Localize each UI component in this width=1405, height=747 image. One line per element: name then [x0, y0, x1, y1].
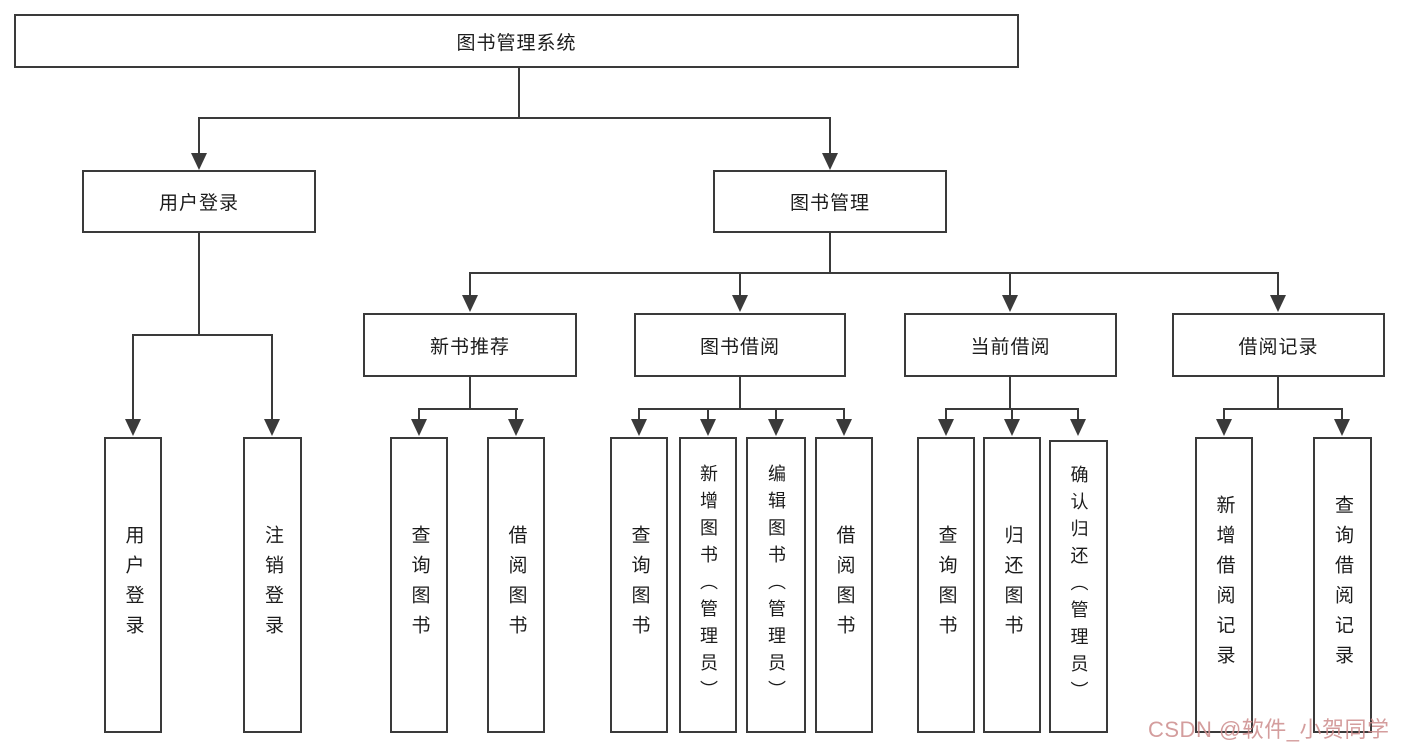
connector-line	[739, 377, 741, 410]
connector-line	[945, 408, 947, 421]
node-borrow-records-label: 借阅记录	[1238, 336, 1319, 358]
arrow-down-icon	[1004, 419, 1020, 436]
arrow-down-icon	[1270, 295, 1286, 312]
leaf-borrow-query-books: 查询图书	[610, 437, 668, 733]
connector-line	[198, 233, 200, 336]
leaf-confirm-return-admin-label: 确认归还（管理员）	[1068, 465, 1089, 708]
connector-line	[829, 233, 831, 274]
leaf-query-borrow-record: 查询借阅记录	[1313, 437, 1372, 733]
arrow-down-icon	[1070, 419, 1086, 436]
leaf-borrow-query-books-label: 查询图书	[628, 525, 650, 645]
leaf-current-query-books-label: 查询图书	[935, 525, 957, 645]
connector-line	[638, 408, 640, 421]
node-book-management-label: 图书管理	[789, 193, 870, 214]
connector-line	[843, 408, 845, 421]
connector-line	[271, 334, 273, 420]
connector-line	[775, 408, 777, 421]
connector-line	[469, 272, 471, 298]
leaf-recommend-query-books: 查询图书	[390, 437, 448, 733]
connector-line	[1223, 408, 1225, 421]
node-user-login: 用户登录	[82, 170, 316, 233]
node-borrow-records: 借阅记录	[1172, 313, 1385, 377]
csdn-watermark: CSDN @软件_小贺同学	[1148, 717, 1390, 742]
node-root: 图书管理系统	[14, 14, 1019, 68]
leaf-add-borrow-record-label: 新增借阅记录	[1213, 495, 1235, 675]
node-book-management: 图书管理	[713, 170, 947, 233]
connector-line	[739, 272, 741, 298]
arrow-down-icon	[411, 419, 427, 436]
connector-line	[418, 408, 518, 410]
leaf-borrow-books-label: 借阅图书	[833, 525, 855, 645]
leaf-recommend-query-books-label: 查询图书	[408, 525, 430, 645]
leaf-recommend-borrow-books: 借阅图书	[487, 437, 545, 733]
arrow-down-icon	[822, 153, 838, 170]
connector-line	[132, 334, 134, 420]
arrow-down-icon	[508, 419, 524, 436]
connector-line	[1077, 408, 1079, 421]
arrow-down-icon	[700, 419, 716, 436]
leaf-edit-book-admin-label: 编辑图书（管理员）	[766, 463, 786, 707]
leaf-logout-label: 注销登录	[262, 525, 283, 645]
connector-line	[198, 117, 831, 119]
connector-line	[829, 117, 831, 155]
leaf-query-borrow-record-label: 查询借阅记录	[1332, 495, 1353, 675]
node-new-book-recommend-label: 新书推荐	[429, 336, 510, 358]
connector-line	[638, 408, 845, 410]
leaf-user-login: 用户登录	[104, 437, 162, 733]
connector-line	[515, 408, 517, 421]
arrow-down-icon	[264, 419, 280, 436]
leaf-user-login-label: 用户登录	[122, 525, 144, 645]
node-new-book-recommend: 新书推荐	[363, 313, 577, 377]
node-user-login-label: 用户登录	[158, 193, 239, 214]
leaf-add-book-admin: 新增图书（管理员）	[679, 437, 737, 733]
leaf-current-query-books: 查询图书	[917, 437, 975, 733]
node-root-label: 图书管理系统	[456, 32, 577, 54]
connector-line	[1341, 408, 1343, 421]
connector-line	[707, 408, 709, 421]
leaf-return-books-label: 归还图书	[1001, 525, 1023, 645]
arrow-down-icon	[836, 419, 852, 436]
leaf-add-borrow-record: 新增借阅记录	[1195, 437, 1253, 733]
arrow-down-icon	[768, 419, 784, 436]
leaf-add-book-admin-label: 新增图书（管理员）	[698, 463, 718, 707]
connector-line	[132, 334, 273, 336]
node-current-borrow: 当前借阅	[904, 313, 1117, 377]
connector-line	[1009, 272, 1011, 298]
connector-line	[469, 272, 1279, 274]
leaf-return-books: 归还图书	[983, 437, 1041, 733]
arrow-down-icon	[631, 419, 647, 436]
connector-line	[1009, 377, 1011, 410]
arrow-down-icon	[1216, 419, 1232, 436]
leaf-logout: 注销登录	[243, 437, 302, 733]
connector-line	[1223, 408, 1343, 410]
leaf-borrow-books: 借阅图书	[815, 437, 873, 733]
arrow-down-icon	[938, 419, 954, 436]
node-book-borrow: 图书借阅	[634, 313, 846, 377]
arrow-down-icon	[1334, 419, 1350, 436]
node-book-borrow-label: 图书借阅	[699, 336, 780, 358]
connector-line	[1277, 377, 1279, 410]
connector-line	[418, 408, 420, 421]
node-current-borrow-label: 当前借阅	[970, 336, 1051, 358]
connector-line	[1277, 272, 1279, 298]
arrow-down-icon	[462, 295, 478, 312]
arrow-down-icon	[125, 419, 141, 436]
connector-line	[518, 68, 520, 118]
connector-line	[198, 117, 200, 155]
connector-line	[469, 377, 471, 410]
arrow-down-icon	[191, 153, 207, 170]
leaf-confirm-return-admin: 确认归还（管理员）	[1049, 440, 1108, 733]
leaf-edit-book-admin: 编辑图书（管理员）	[746, 437, 806, 733]
leaf-recommend-borrow-books-label: 借阅图书	[505, 525, 527, 645]
arrow-down-icon	[1002, 295, 1018, 312]
arrow-down-icon	[732, 295, 748, 312]
connector-line	[1011, 408, 1013, 421]
